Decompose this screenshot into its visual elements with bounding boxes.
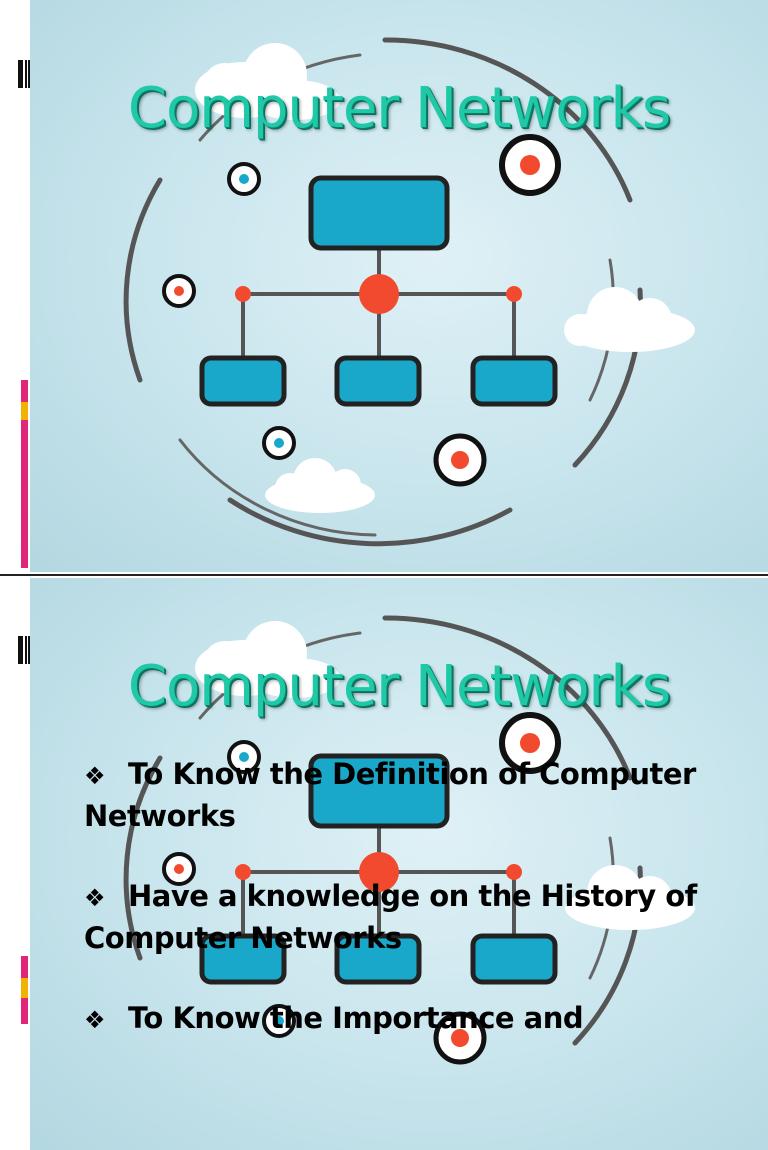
slide-1: Computer Networks: [30, 0, 768, 572]
slide-thumbnail-icon[interactable]: [18, 60, 30, 88]
list-item: ❖ To Know the Importance and: [84, 998, 744, 1040]
diamond-bullet-icon: ❖: [84, 884, 106, 912]
list-item: ❖To Know the Definition of Computer Netw…: [84, 754, 744, 836]
target-icon: [162, 134, 561, 487]
slide-2: Computer Networks ❖To Know the Definitio…: [30, 578, 768, 1150]
accent-bar: [21, 998, 28, 1024]
network-diagram-icon: [123, 615, 695, 1065]
accent-bar: [21, 956, 28, 978]
accent-bar: [21, 978, 28, 998]
slide-divider: [0, 574, 768, 576]
objectives-list: ❖To Know the Definition of Computer Netw…: [84, 754, 744, 1080]
diamond-bullet-icon: ❖: [84, 1006, 106, 1034]
accent-bar: [21, 420, 28, 568]
accent-bar: [21, 380, 28, 402]
list-item: ❖Have a knowledge on the History of Comp…: [84, 876, 744, 958]
accent-bar: [21, 402, 28, 420]
objective-text: Have a knowledge on the History of Compu…: [84, 879, 697, 955]
diamond-bullet-icon: ❖: [84, 762, 106, 790]
cloud-icon: [195, 621, 695, 930]
objective-text: To Know the Importance and: [128, 1001, 584, 1035]
cloud-icon: [195, 43, 695, 513]
network-diagram-icon: [123, 37, 695, 547]
slide-title: Computer Networks: [127, 654, 671, 719]
objective-text: To Know the Definition of Computer Netwo…: [84, 757, 696, 833]
slide-title: Computer Networks: [127, 76, 671, 141]
slide-thumbnail-icon[interactable]: [18, 636, 30, 664]
